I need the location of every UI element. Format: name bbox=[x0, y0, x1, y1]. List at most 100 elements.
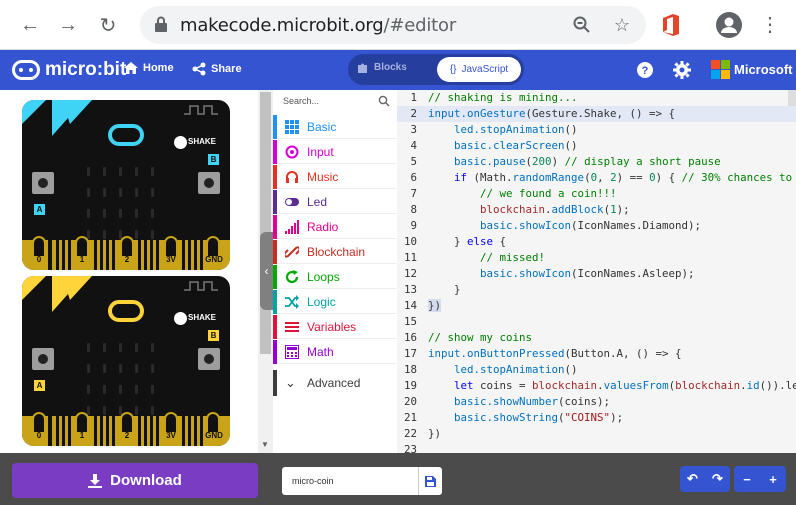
bottom-toolbar: Download micro-coin ↶ ↷ − + bbox=[0, 453, 796, 505]
pin-2[interactable] bbox=[120, 412, 134, 434]
microbit-logo[interactable]: micro:bit bbox=[12, 59, 126, 81]
pin-gnd[interactable] bbox=[206, 412, 220, 434]
editor-scrollbar[interactable] bbox=[788, 90, 796, 114]
zoom-out-icon[interactable]: − bbox=[743, 471, 751, 487]
code-line[interactable]: 4 basic.clearScreen() bbox=[410, 139, 578, 152]
back-arrow-icon[interactable]: ← bbox=[20, 13, 40, 36]
code-line[interactable]: 10 } else { bbox=[403, 235, 507, 248]
zoom-magnifier-icon[interactable] bbox=[572, 15, 592, 35]
microbit-simulator-board[interactable]: SHAKE A B 0 1 2 3V GND bbox=[22, 100, 230, 270]
blocks-tab[interactable]: Blocks bbox=[358, 62, 407, 73]
category-basic[interactable]: Basic bbox=[273, 115, 397, 139]
pin-0[interactable] bbox=[32, 412, 46, 434]
shuffle-icon bbox=[285, 295, 299, 309]
code-line[interactable]: 16// show my coins bbox=[403, 331, 533, 344]
reload-icon[interactable]: ↻ bbox=[99, 14, 117, 37]
code-line[interactable]: 1// shaking is mining... bbox=[410, 91, 578, 104]
share-button[interactable]: Share bbox=[192, 62, 242, 76]
button-b[interactable] bbox=[198, 172, 220, 194]
calculator-icon bbox=[285, 345, 299, 359]
code-line[interactable]: 19 let coins = blockchain.valuesFrom(blo… bbox=[403, 379, 796, 392]
shake-button[interactable] bbox=[174, 136, 187, 149]
code-line[interactable]: 3 led.stopAnimation() bbox=[410, 123, 578, 136]
home-button[interactable]: Home bbox=[124, 62, 174, 74]
button-a-label: A bbox=[34, 380, 45, 391]
category-math[interactable]: Math bbox=[273, 340, 397, 364]
collapse-simulator-button[interactable]: ‹ bbox=[260, 232, 273, 310]
scrollbar-thumb[interactable] bbox=[260, 92, 271, 354]
pin-3v[interactable] bbox=[164, 236, 178, 258]
address-bar[interactable]: makecode.microbit.org/#editor ☆ bbox=[140, 6, 646, 44]
shake-button[interactable] bbox=[174, 312, 187, 325]
shake-label: SHAKE bbox=[188, 313, 217, 322]
home-icon bbox=[124, 62, 138, 74]
pin-1[interactable] bbox=[75, 236, 89, 258]
scroll-down-arrow-icon[interactable]: ▼ bbox=[261, 440, 269, 449]
code-line[interactable]: 11 // missed! bbox=[403, 251, 546, 264]
settings-gear-icon[interactable] bbox=[673, 61, 691, 79]
category-music[interactable]: Music bbox=[273, 165, 397, 189]
undo-icon[interactable]: ↶ bbox=[687, 471, 698, 486]
code-line[interactable]: 9 basic.showIcon(IconNames.Diamond); bbox=[410, 219, 702, 232]
category-label: Blockchain bbox=[307, 245, 366, 259]
category-label: Math bbox=[307, 345, 334, 359]
javascript-tab[interactable]: {} JavaScript bbox=[437, 57, 521, 82]
pin-0[interactable] bbox=[32, 236, 46, 258]
office-extension-icon[interactable] bbox=[660, 13, 682, 37]
forward-arrow-icon[interactable]: → bbox=[58, 13, 78, 36]
pin-gnd[interactable] bbox=[206, 236, 220, 258]
microbit-logo-touch[interactable] bbox=[108, 300, 144, 322]
code-line[interactable]: 13 } bbox=[403, 283, 461, 296]
bookmark-star-icon[interactable]: ☆ bbox=[613, 14, 631, 35]
category-logic[interactable]: Logic bbox=[273, 290, 397, 314]
category-advanced[interactable]: ⌄ Advanced bbox=[273, 370, 397, 396]
code-line[interactable]: 18 led.stopAnimation() bbox=[403, 363, 578, 376]
zoom-in-icon[interactable]: + bbox=[769, 471, 777, 487]
pin-2[interactable] bbox=[120, 236, 134, 258]
microsoft-logo[interactable]: Microsoft bbox=[711, 60, 793, 79]
pin-1[interactable] bbox=[75, 412, 89, 434]
category-radio[interactable]: Radio bbox=[273, 215, 397, 239]
category-blockchain[interactable]: Blockchain bbox=[273, 240, 397, 264]
help-icon[interactable]: ? bbox=[636, 61, 654, 79]
search-placeholder: Search... bbox=[283, 96, 320, 106]
browser-menu-icon[interactable]: ⋮ bbox=[760, 14, 780, 36]
redo-icon[interactable]: ↷ bbox=[712, 471, 723, 486]
category-color-bar bbox=[273, 265, 277, 289]
code-line[interactable]: 12 basic.showIcon(IconNames.Asleep); bbox=[403, 267, 695, 280]
category-led[interactable]: Led bbox=[273, 190, 397, 214]
category-label: Loops bbox=[307, 270, 340, 284]
toolbox-search[interactable]: Search... bbox=[273, 90, 397, 114]
code-line[interactable]: 21 basic.showString("COINS"); bbox=[403, 411, 624, 424]
microbit-logo-touch[interactable] bbox=[108, 124, 144, 146]
share-icon bbox=[192, 62, 206, 76]
code-line[interactable]: 5 basic.pause(200) // display a short pa… bbox=[410, 155, 721, 168]
button-a[interactable] bbox=[32, 348, 54, 370]
pin-3v[interactable] bbox=[164, 412, 178, 434]
button-b[interactable] bbox=[198, 348, 220, 370]
download-button[interactable]: Download bbox=[12, 463, 258, 498]
code-line[interactable]: 23 bbox=[403, 443, 417, 453]
code-line[interactable]: 7 // we found a coin!!! bbox=[410, 187, 617, 200]
code-line[interactable]: 8 blockchain.addBlock(1); bbox=[410, 203, 630, 216]
category-variables[interactable]: Variables bbox=[273, 315, 397, 339]
code-line[interactable]: 15 bbox=[403, 315, 417, 328]
project-name-input[interactable]: micro-coin bbox=[282, 467, 418, 495]
profile-avatar-icon[interactable] bbox=[716, 12, 742, 38]
microbit-simulator-board[interactable]: SHAKE A B 0 1 2 3V GND bbox=[22, 276, 230, 446]
board-accent-shapes bbox=[22, 100, 218, 136]
code-line[interactable]: 22}) bbox=[403, 427, 442, 440]
category-input[interactable]: Input bbox=[273, 140, 397, 164]
board-accent-shapes bbox=[22, 276, 218, 312]
search-icon bbox=[378, 95, 390, 107]
button-a[interactable] bbox=[32, 172, 54, 194]
save-button[interactable] bbox=[418, 467, 442, 495]
code-line[interactable]: 14}) bbox=[403, 299, 442, 312]
category-loops[interactable]: Loops bbox=[273, 265, 397, 289]
pin-label: 2 bbox=[124, 255, 130, 264]
code-line[interactable]: 6 if (Math.randomRange(0, 2) == 0) { // … bbox=[410, 171, 793, 184]
code-line[interactable]: 20 basic.showNumber(coins); bbox=[403, 395, 611, 408]
